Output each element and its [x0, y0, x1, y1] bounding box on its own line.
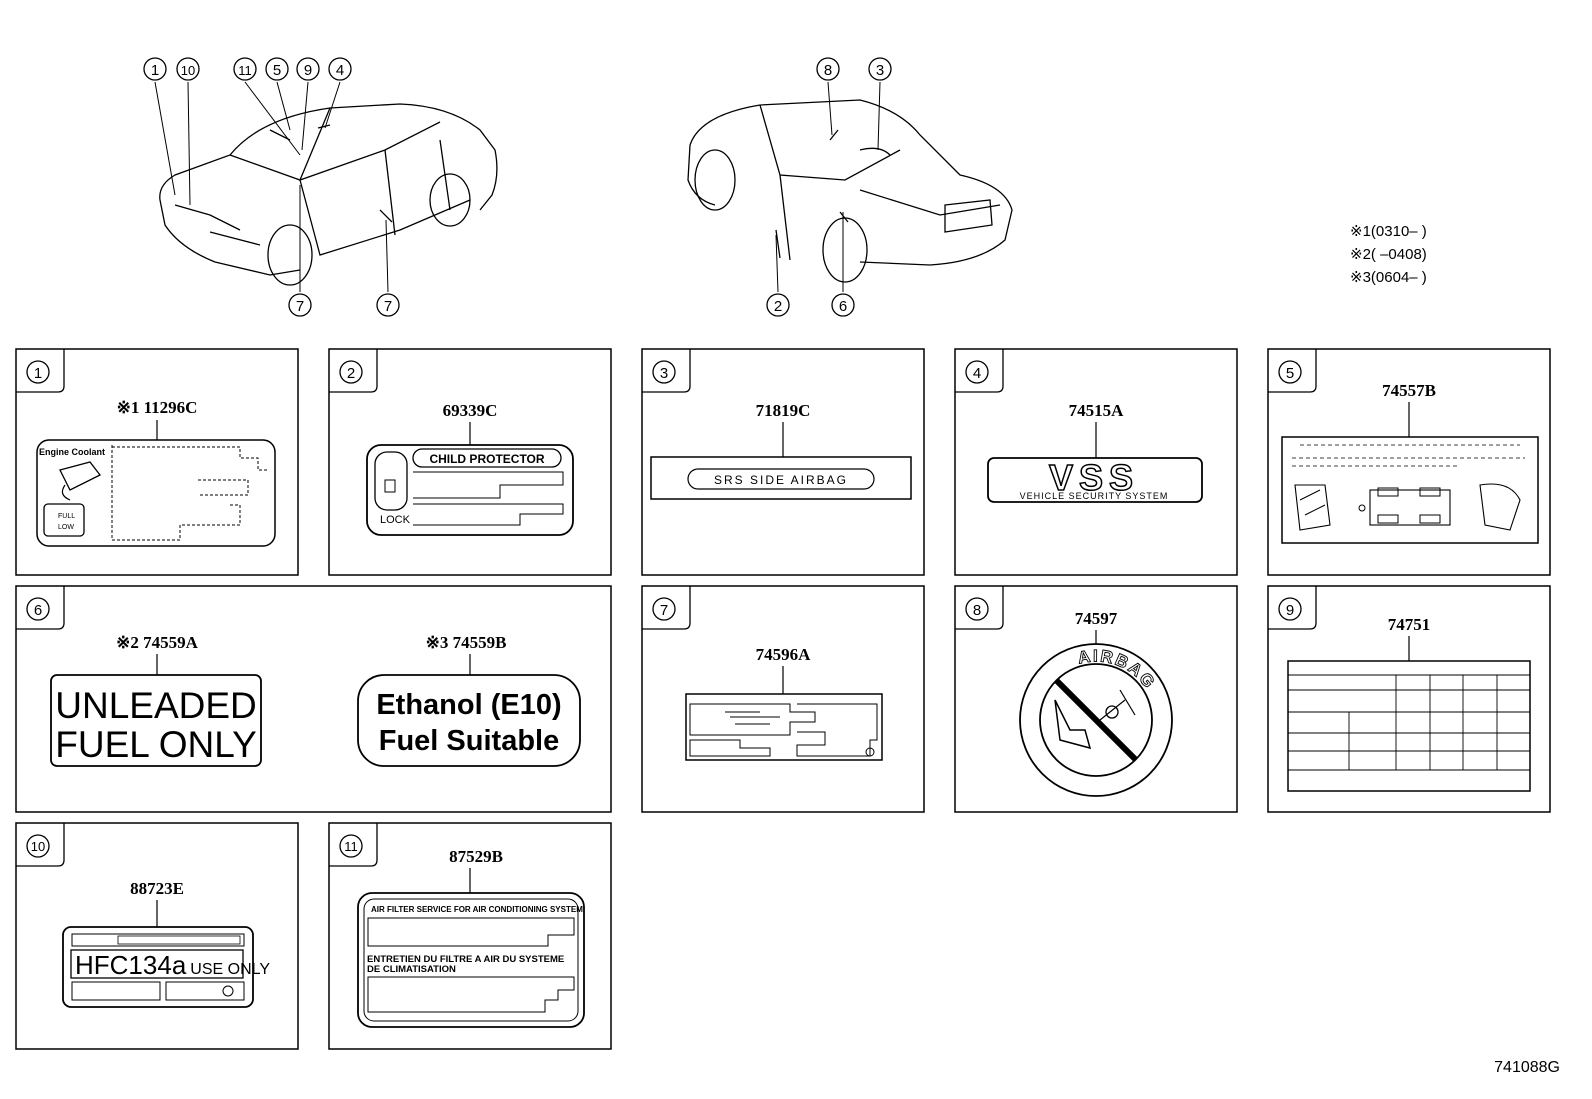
- callout-7a: 7: [288, 293, 312, 317]
- svg-text:2: 2: [347, 365, 355, 382]
- svg-text:10: 10: [31, 839, 45, 854]
- callout-4: 4: [328, 57, 352, 81]
- panel-frames: [15, 348, 1551, 1050]
- svg-text:7: 7: [384, 298, 392, 315]
- rear-callouts: 8 3 2 6: [766, 57, 892, 317]
- svg-text:LOW: LOW: [58, 524, 74, 531]
- date-notes: ※1(0310– ) ※2( –0408) ※3(0604– ): [1350, 223, 1427, 286]
- front-car-illustration: [159, 103, 498, 286]
- callout-1: 1: [143, 57, 167, 81]
- svg-text:2: 2: [774, 298, 782, 315]
- note-1: ※1(0310– ): [1350, 223, 1427, 240]
- svg-text:3: 3: [876, 62, 884, 79]
- svg-text:11: 11: [238, 63, 252, 78]
- svg-text:CHILD PROTECTOR: CHILD PROTECTOR: [429, 452, 544, 466]
- note-2: ※2( –0408): [1350, 246, 1427, 263]
- svg-text:SRS SIDE AIRBAG: SRS SIDE AIRBAG: [714, 473, 848, 487]
- part-number-74751: 74751: [1388, 615, 1431, 634]
- tab-2: 2: [329, 349, 378, 393]
- svg-text:LOCK: LOCK: [380, 514, 411, 526]
- svg-text:8: 8: [824, 62, 832, 79]
- tab-10: 10: [16, 823, 65, 867]
- panel-4-vss: 74515A VSS VEHICLE SECURITY SYSTEM: [987, 401, 1203, 503]
- svg-text:5: 5: [1286, 365, 1294, 382]
- svg-text:FUEL ONLY: FUEL ONLY: [55, 724, 257, 765]
- front-callouts: 1 10 11 5 9 4 7 7: [143, 57, 400, 317]
- part-number-74515A: 74515A: [1069, 401, 1125, 420]
- panel-6-fuel-labels: ※2 74559A UNLEADED FUEL ONLY ※3 74559B E…: [50, 633, 581, 767]
- callout-7b: 7: [376, 293, 400, 317]
- svg-text:UNLEADED: UNLEADED: [55, 685, 257, 726]
- tab-9: 9: [1268, 586, 1317, 630]
- part-number-74559A: ※2 74559A: [116, 633, 199, 652]
- callout-6: 6: [831, 293, 855, 317]
- tab-3: 3: [642, 349, 691, 393]
- svg-text:1: 1: [151, 62, 159, 79]
- part-number-74559B: ※3 74559B: [426, 633, 507, 652]
- svg-text:Engine Coolant: Engine Coolant: [39, 447, 105, 457]
- svg-text:11: 11: [344, 839, 358, 854]
- panel-number-tabs: 1 2 3 4 5 6 7 8 9 10 11: [16, 349, 1317, 867]
- callout-2: 2: [766, 293, 790, 317]
- svg-text:9: 9: [304, 62, 312, 79]
- callout-10: 10: [176, 57, 200, 81]
- panel-7-label: 74596A: [685, 645, 883, 761]
- svg-text:7: 7: [660, 602, 668, 619]
- tab-6: 6: [16, 586, 65, 630]
- callout-9: 9: [296, 57, 320, 81]
- part-number-87529B: 87529B: [449, 847, 503, 866]
- svg-text:AIRBAG: AIRBAG: [1076, 646, 1159, 692]
- svg-text:8: 8: [973, 602, 981, 619]
- svg-text:Ethanol (E10): Ethanol (E10): [376, 689, 561, 721]
- svg-text:DE CLIMATISATION: DE CLIMATISATION: [367, 964, 456, 975]
- svg-text:1: 1: [34, 365, 42, 382]
- part-number-11296C: ※1 11296C: [117, 398, 198, 417]
- svg-text:AIR FILTER SERVICE FOR AIR CON: AIR FILTER SERVICE FOR AIR CONDITIONING …: [371, 905, 583, 914]
- part-number-74597: 74597: [1075, 609, 1118, 628]
- part-number-74557B: 74557B: [1382, 381, 1436, 400]
- panel-2-child-protector: 69339C CHILD PROTECTOR LOCK: [366, 401, 574, 536]
- svg-text:3: 3: [660, 365, 668, 382]
- tab-4: 4: [955, 349, 1004, 393]
- svg-text:6: 6: [839, 298, 847, 315]
- panel-9-tire-label: 74751: [1287, 615, 1531, 792]
- tab-7: 7: [642, 586, 691, 630]
- svg-text:10: 10: [181, 63, 195, 78]
- svg-text:4: 4: [336, 62, 344, 79]
- tab-5: 5: [1268, 349, 1317, 393]
- svg-text:FULL: FULL: [58, 513, 75, 520]
- figure-code: 741088G: [1494, 1059, 1560, 1076]
- svg-text:9: 9: [1286, 602, 1294, 619]
- panel-8-airbag: 74597 AIRBAG: [1019, 609, 1173, 797]
- svg-text:ENTRETIEN DU FILTRE A AIR DU S: ENTRETIEN DU FILTRE A AIR DU SYSTEME: [367, 954, 564, 965]
- callout-5: 5: [265, 57, 289, 81]
- part-number-69339C: 69339C: [443, 401, 498, 420]
- callout-leaders: [154, 81, 881, 293]
- svg-text:7: 7: [296, 298, 304, 315]
- callout-11: 11: [233, 57, 257, 81]
- tab-11: 11: [329, 823, 378, 867]
- panel-1-engine-coolant: ※1 11296C Engine Coolant FULL LOW: [36, 398, 276, 547]
- part-number-88723E: 88723E: [130, 879, 184, 898]
- svg-text:4: 4: [973, 365, 981, 382]
- tab-8: 8: [955, 586, 1004, 630]
- note-3: ※3(0604– ): [1350, 269, 1427, 286]
- rear-car-illustration: [687, 99, 1013, 283]
- svg-text:Fuel Suitable: Fuel Suitable: [379, 725, 559, 757]
- tab-1: 1: [16, 349, 65, 393]
- svg-text:6: 6: [34, 602, 42, 619]
- svg-text:5: 5: [273, 62, 281, 79]
- panel-5-label: 74557B: [1281, 381, 1539, 544]
- svg-text:VSS: VSS: [1049, 457, 1139, 498]
- panel-11-air-filter: 87529B AIR FILTER SERVICE FOR AIR CONDIT…: [357, 847, 585, 1028]
- part-number-71819C: 71819C: [756, 401, 811, 420]
- panel-3-srs-side-airbag: 71819C SRS SIDE AIRBAG: [650, 401, 912, 500]
- svg-text:VEHICLE SECURITY SYSTEM: VEHICLE SECURITY SYSTEM: [1020, 491, 1169, 501]
- callout-8: 8: [816, 57, 840, 81]
- callout-3: 3: [868, 57, 892, 81]
- part-number-74596A: 74596A: [756, 645, 812, 664]
